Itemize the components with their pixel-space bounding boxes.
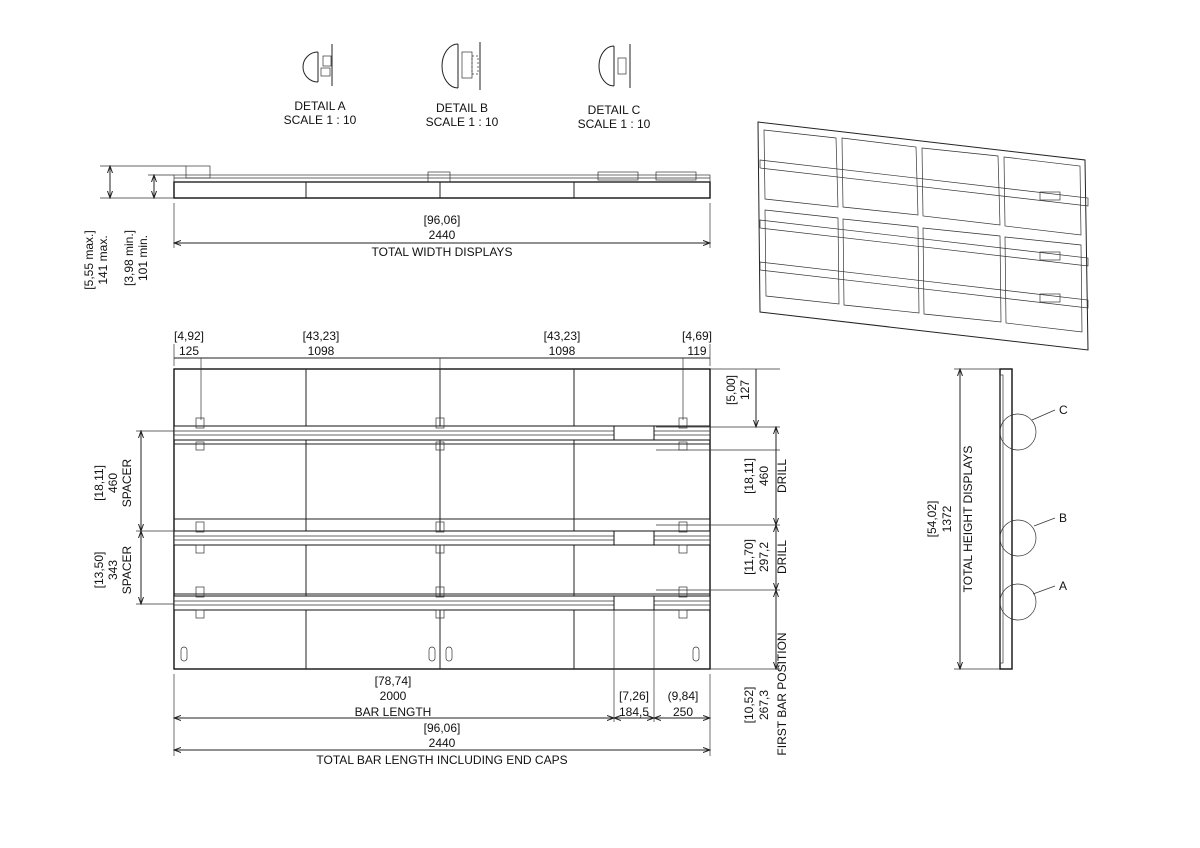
front-span2-in: [43,23] bbox=[544, 329, 581, 343]
drill1-in: [18,11] bbox=[742, 458, 756, 494]
front-span1-in: [43,23] bbox=[303, 329, 340, 343]
top-min-mm: 101 min. bbox=[136, 235, 150, 281]
spacer2-in: [13,50] bbox=[92, 552, 106, 589]
end1-mm: 184,5 bbox=[619, 705, 649, 719]
top-width-label: TOTAL WIDTH DISPLAYS bbox=[372, 245, 513, 259]
top-min-in: [3,98 min.] bbox=[122, 230, 136, 286]
side-height-label: TOTAL HEIGHT DISPLAYS bbox=[961, 446, 975, 593]
detail-b-scale: SCALE 1 : 10 bbox=[426, 115, 499, 129]
callout-a: A bbox=[1059, 579, 1067, 593]
callout-c-circle bbox=[999, 413, 1037, 451]
detail-a-scale: SCALE 1 : 10 bbox=[284, 113, 357, 127]
first-bar-label: FIRST BAR POSITION bbox=[775, 632, 789, 755]
top-width-mm: 2440 bbox=[429, 228, 456, 242]
first-bar-in: [10,52] bbox=[742, 687, 756, 724]
top-max-in: [5,55 max.] bbox=[82, 230, 96, 289]
hook-icons bbox=[180, 646, 700, 662]
mounting-bar-1 bbox=[173, 425, 711, 441]
front-view bbox=[173, 368, 711, 670]
callout-b-circle bbox=[999, 519, 1037, 557]
front-left-offset-mm: 125 bbox=[179, 344, 199, 358]
end1-in: [7,26] bbox=[619, 689, 649, 703]
drill1-mm: 460 bbox=[757, 466, 771, 486]
spacer1-mm: 460 bbox=[106, 473, 120, 493]
bar-length-in: [78,74] bbox=[375, 674, 412, 688]
callout-c: C bbox=[1059, 403, 1068, 417]
top-view bbox=[173, 165, 711, 199]
front-span1-mm: 1098 bbox=[308, 344, 335, 358]
detail-a-icon bbox=[302, 44, 333, 86]
top-drill-mm: 127 bbox=[738, 380, 752, 400]
detail-b-icon bbox=[441, 42, 481, 90]
top-drill-in: [5,00] bbox=[724, 375, 738, 405]
drill2-mm: 297,2 bbox=[757, 542, 771, 572]
bracket-icons bbox=[195, 417, 688, 619]
mounting-bar-3 bbox=[173, 595, 711, 611]
first-bar-mm: 267,3 bbox=[757, 690, 771, 720]
detail-a-title: DETAIL A bbox=[294, 99, 345, 113]
drill2-in: [11,70] bbox=[742, 539, 756, 575]
front-span2-mm: 1098 bbox=[549, 344, 576, 358]
detail-c-icon bbox=[598, 44, 631, 88]
detail-c-title: DETAIL C bbox=[588, 103, 641, 117]
isometric-view bbox=[757, 121, 1089, 351]
mounting-bar-2 bbox=[173, 530, 711, 546]
front-right-offset-mm: 119 bbox=[687, 344, 706, 358]
drill1-label: DRILL bbox=[775, 459, 789, 493]
total-length-mm: 2440 bbox=[429, 736, 456, 750]
detail-b-title: DETAIL B bbox=[436, 101, 488, 115]
front-left-offset-in: [4,92] bbox=[174, 329, 204, 343]
total-length-label: TOTAL BAR LENGTH INCLUDING END CAPS bbox=[316, 753, 567, 767]
side-view bbox=[999, 368, 1013, 670]
detail-c-scale: SCALE 1 : 10 bbox=[578, 117, 651, 131]
bar-length-label: BAR LENGTH bbox=[355, 705, 432, 719]
top-width-in: [96,06] bbox=[424, 213, 461, 227]
front-right-offset-in: [4,69] bbox=[682, 329, 712, 343]
end2-in: (9,84] bbox=[668, 689, 699, 703]
callout-a-circle bbox=[999, 583, 1037, 621]
side-height-in: [54,02] bbox=[925, 501, 939, 538]
drill2-label: DRILL bbox=[775, 540, 789, 574]
spacer2-mm: 343 bbox=[106, 560, 120, 580]
spacer2-label: SPACER bbox=[120, 545, 134, 594]
total-length-in: [96,06] bbox=[424, 721, 461, 735]
end2-mm: 250 bbox=[673, 705, 693, 719]
spacer1-label: SPACER bbox=[120, 458, 134, 507]
top-max-mm: 141 max. bbox=[96, 235, 110, 284]
bar-length-mm: 2000 bbox=[380, 689, 407, 703]
spacer1-in: [18,11] bbox=[92, 465, 106, 501]
side-height-mm: 1372 bbox=[940, 505, 954, 532]
callout-b: B bbox=[1059, 511, 1067, 525]
